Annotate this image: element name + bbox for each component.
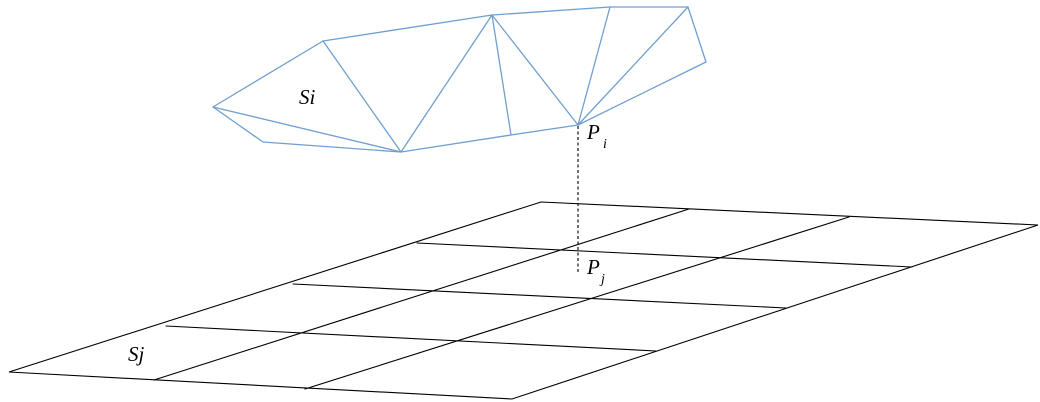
grid-row-line	[416, 242, 913, 268]
grid-column-line	[153, 208, 690, 381]
mesh-edge	[491, 14, 512, 136]
planar-grid-sj	[8, 201, 1039, 400]
mesh-edge	[577, 6, 611, 126]
grid-row-line	[165, 325, 657, 352]
mesh-edge	[322, 40, 402, 153]
mesh-edge	[491, 14, 579, 126]
label-pi: P	[586, 120, 600, 144]
mesh-edge	[400, 14, 493, 153]
triangulated-surface-si	[212, 6, 707, 153]
label-pj: P	[586, 255, 600, 279]
mesh-edge	[577, 6, 689, 126]
mesh-outline	[212, 6, 707, 153]
grid-row-line	[292, 283, 787, 309]
label-pj-subscript: j	[599, 272, 605, 287]
label-pi-subscript: i	[603, 137, 607, 152]
grid-outline	[8, 201, 1039, 400]
grid-column-line	[304, 216, 850, 390]
label-sj: Sj	[128, 342, 145, 366]
label-si: Si	[299, 85, 316, 109]
mesh-edge	[212, 106, 402, 153]
